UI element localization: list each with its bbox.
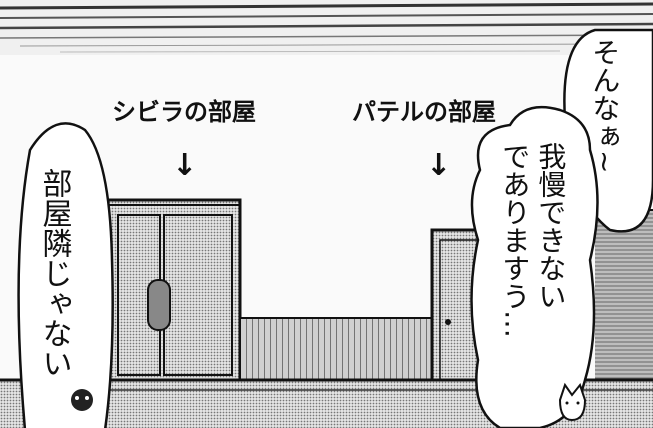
chibi-left-character — [71, 389, 93, 416]
chibi-right-character — [558, 382, 587, 422]
thought-bubble-text-line2: でありますう… — [498, 142, 532, 338]
arrow-down-icon: ↓ — [172, 148, 198, 183]
arrow-down-icon: ↓ — [426, 148, 452, 183]
right-wall — [595, 210, 653, 380]
label-sibyla-room: シビラの部屋 — [112, 98, 256, 126]
label-patel-room: パテルの部屋 — [352, 98, 496, 126]
right-thought-bubble — [470, 105, 599, 428]
thought-bubble-text-line1: 我慢できない — [534, 142, 568, 310]
wainscot-panel — [239, 317, 433, 381]
ceiling-shading — [0, 0, 653, 55]
left-bubble-text: 部屋隣じゃない — [36, 168, 72, 378]
sibyla-door — [106, 198, 242, 382]
left-speech-bubble — [17, 122, 114, 428]
right-top-bubble-text: そんなぁ~ — [588, 38, 622, 174]
